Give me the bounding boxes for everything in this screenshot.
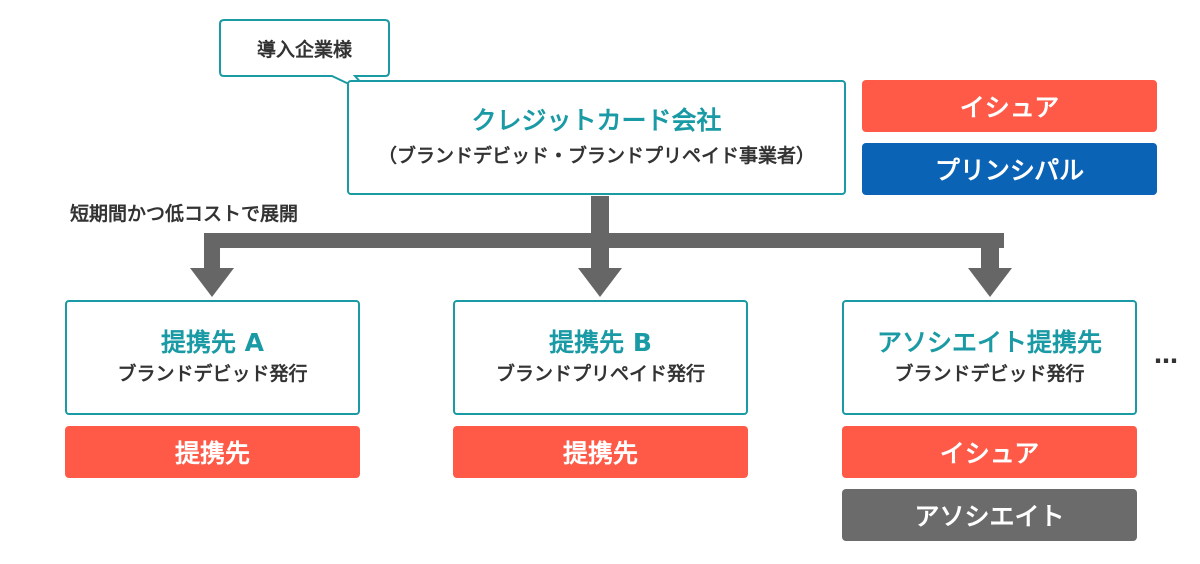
- associate-partner-title: アソシエイト提携先: [876, 328, 1102, 357]
- partner-a-box: 提携先 A ブランドデビッド発行: [65, 300, 360, 415]
- principal-tag: プリンシパル: [862, 143, 1157, 195]
- credit-card-company-box: クレジットカード会社 （ブランドデビッド・ブランドプリペイド事業者）: [347, 80, 846, 195]
- arrowhead-left: [190, 268, 234, 297]
- associate-partner-box: アソシエイト提携先 ブランドデビッド発行: [842, 300, 1137, 415]
- issuer-tag: イシュア: [862, 80, 1157, 132]
- more-partners-ellipsis: …: [1154, 341, 1178, 369]
- branch-center-stem: [591, 240, 609, 270]
- company-subtitle: （ブランドデビッド・ブランドプリペイド事業者）: [377, 144, 815, 167]
- partner-b-tag: 提携先: [453, 426, 748, 478]
- partner-a-tag: 提携先: [65, 426, 360, 478]
- company-title: クレジットカード会社: [471, 106, 722, 135]
- branch-left-stem: [204, 240, 220, 270]
- branch-right-stem: [981, 240, 999, 270]
- callout-label: 導入企業様: [256, 38, 352, 61]
- arrowhead-center: [578, 268, 622, 297]
- arrowhead-right: [968, 268, 1012, 297]
- partner-b-title: 提携先 B: [549, 328, 652, 357]
- associate-partner-subtitle: ブランドデビッド発行: [894, 362, 1085, 385]
- partner-a-title: 提携先 A: [160, 328, 265, 357]
- deployment-note: 短期間かつ低コストで展開: [70, 203, 299, 225]
- partner-a-subtitle: ブランドデビッド発行: [117, 362, 308, 385]
- associate-tag: アソシエイト: [842, 489, 1137, 541]
- partner-b-box: 提携先 B ブランドプリペイド発行: [453, 300, 748, 415]
- partner-b-subtitle: ブランドプリペイド発行: [495, 362, 705, 385]
- associate-issuer-tag: イシュア: [842, 426, 1137, 478]
